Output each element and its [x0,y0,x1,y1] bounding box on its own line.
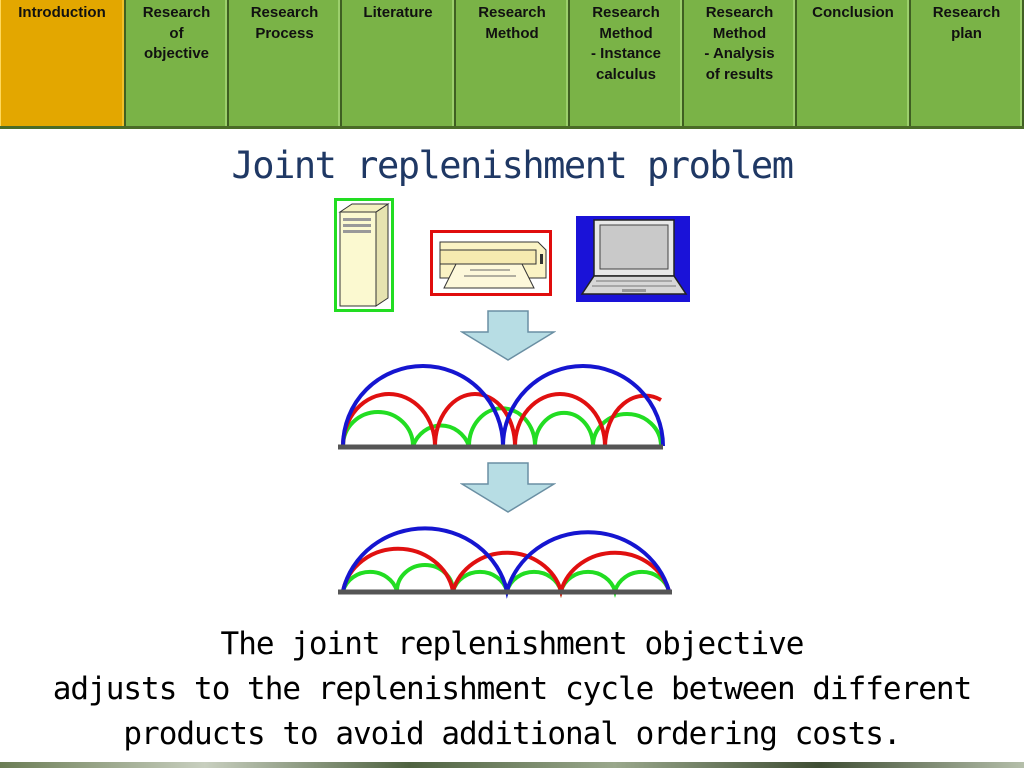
tab-research-method[interactable]: Research Method [456,0,570,126]
down-arrow-icon [460,310,556,361]
tab-conclusion[interactable]: Conclusion [797,0,911,126]
section-nav: Introduction Research of objective Resea… [0,0,1024,126]
caption-line-1: The joint replenishment objective [220,626,805,662]
caption-line-3: products to avoid additional ordering co… [123,716,901,752]
down-arrow-icon [460,462,556,513]
tab-literature[interactable]: Literature [342,0,456,126]
replenishment-cycles-before-diagram [338,364,665,450]
caption-line-2: adjusts to the replenishment cycle betwe… [52,671,973,707]
tab-research-method-analysis-of-results[interactable]: Research Method - Analysis of results [684,0,797,126]
footer-decoration [0,762,1024,768]
tab-research-method-instance-calculus[interactable]: Research Method - Instance calculus [570,0,684,126]
tab-research-of-objective[interactable]: Research of objective [126,0,229,126]
tab-introduction[interactable]: Introduction [0,0,126,126]
server-tower-icon [334,198,394,312]
printer-icon [430,230,552,296]
slide-title: Joint replenishment problem [231,144,794,187]
nav-divider [0,126,1024,129]
tab-research-process[interactable]: Research Process [229,0,342,126]
tab-research-plan[interactable]: Research plan [911,0,1024,126]
laptop-icon [576,216,690,302]
replenishment-cycles-after-diagram [338,526,672,599]
